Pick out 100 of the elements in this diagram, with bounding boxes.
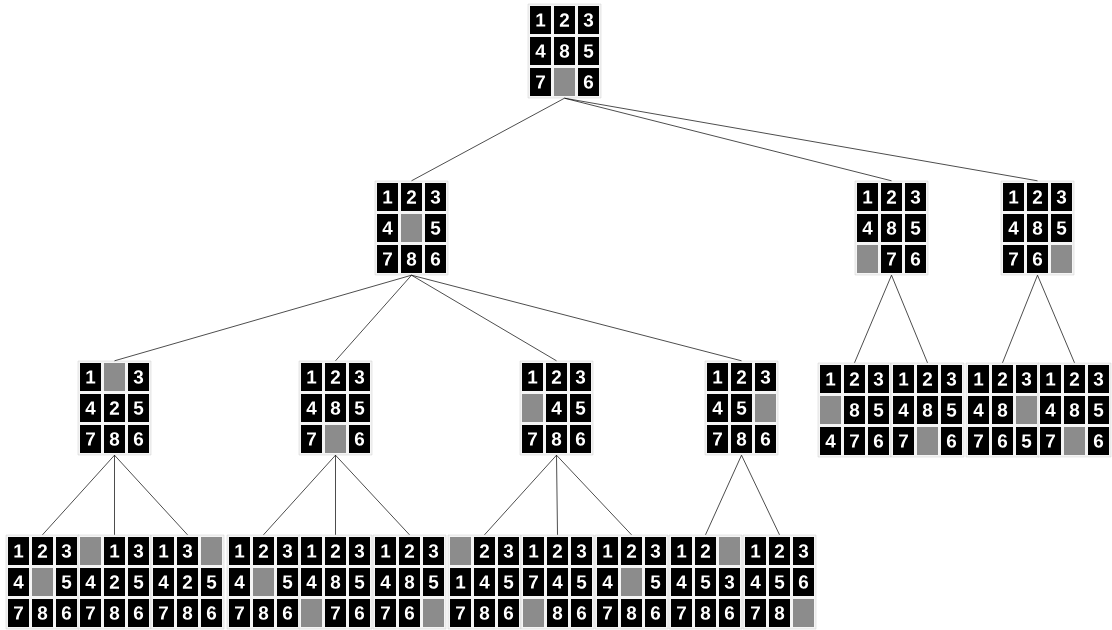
number-tile: 4 [301,394,322,422]
tree-edge [741,454,780,536]
number-tile: 7 [881,245,902,273]
number-tile: 6 [399,599,420,627]
number-tile: 1 [450,568,471,596]
number-tile: 1 [153,537,174,565]
number-tile: 2 [253,537,274,565]
number-tile: 6 [992,427,1013,455]
number-tile: 6 [645,599,666,627]
number-tile: 7 [530,68,551,96]
number-tile: 3 [941,365,962,393]
number-tile: 8 [1027,214,1048,242]
number-tile: 5 [128,568,149,596]
tree-edge [1002,274,1038,364]
number-tile: 5 [201,568,222,596]
blank-tile [793,599,814,627]
blank-tile [401,214,422,242]
number-tile: 5 [1088,396,1109,424]
number-tile: 8 [844,396,865,424]
number-tile: 6 [349,425,370,453]
number-tile: 7 [301,425,322,453]
tree-edge [263,454,336,536]
number-tile: 7 [968,427,989,455]
number-tile: 7 [229,599,250,627]
number-tile: 2 [325,363,346,391]
number-tile: 6 [571,599,592,627]
number-tile: 8 [1064,396,1085,424]
number-tile: 2 [104,568,125,596]
number-tile: 6 [905,245,926,273]
number-tile: 7 [80,599,101,627]
number-tile: 6 [277,599,298,627]
number-tile: 8 [695,599,716,627]
number-tile: 4 [1040,396,1061,424]
tree-edge [114,274,412,362]
number-tile: 8 [474,599,495,627]
number-tile: 4 [820,427,841,455]
tree-edge [854,274,892,364]
number-tile: 3 [755,363,776,391]
tree-edge [335,274,412,362]
number-tile: 6 [498,599,519,627]
number-tile: 5 [349,394,370,422]
number-tile: 1 [523,537,544,565]
number-tile: 7 [377,245,398,273]
number-tile: 8 [547,599,568,627]
number-tile: 2 [769,537,790,565]
number-tile: 7 [1003,245,1024,273]
number-tile: 5 [423,568,444,596]
blank-tile [917,427,938,455]
number-tile: 6 [868,427,889,455]
number-tile: 2 [399,537,420,565]
number-tile: 1 [375,537,396,565]
number-tile: 8 [104,599,125,627]
number-tile: 2 [992,365,1013,393]
number-tile: 5 [905,214,926,242]
number-tile: 6 [1027,245,1048,273]
number-tile: 2 [554,6,575,34]
number-tile: 8 [401,245,422,273]
number-tile: 5 [498,568,519,596]
number-tile: 6 [349,599,370,627]
number-tile: 3 [277,537,298,565]
number-tile: 4 [547,568,568,596]
number-tile: 1 [80,363,101,391]
number-tile: 2 [917,365,938,393]
number-tile: 8 [881,214,902,242]
number-tile: 7 [844,427,865,455]
number-tile: 7 [707,425,728,453]
number-tile: 3 [1051,183,1072,211]
number-tile: 8 [769,599,790,627]
number-tile: 1 [301,537,322,565]
blank-tile [719,537,740,565]
number-tile: 3 [423,537,444,565]
number-tile: 3 [177,537,198,565]
tree-edge [556,454,632,536]
number-tile: 1 [745,537,766,565]
number-tile: 4 [893,396,914,424]
number-tile: 1 [522,363,543,391]
tree-edge [1037,274,1075,364]
number-tile: 4 [597,568,618,596]
number-tile: 4 [671,568,692,596]
number-tile: 2 [844,365,865,393]
number-tile: 8 [554,37,575,65]
number-tile: 3 [1016,365,1037,393]
tree-edge [556,454,558,536]
number-tile: 3 [793,537,814,565]
number-tile: 8 [325,568,346,596]
number-tile: 6 [128,425,149,453]
blank-tile [325,425,346,453]
blank-tile [253,568,274,596]
blank-tile [423,599,444,627]
number-tile: 1 [229,537,250,565]
tree-edge [564,97,892,182]
number-tile: 8 [731,425,752,453]
number-tile: 5 [571,568,592,596]
number-tile: 4 [229,568,250,596]
number-tile: 8 [177,599,198,627]
number-tile: 5 [349,568,370,596]
number-tile: 5 [868,396,889,424]
blank-tile [820,396,841,424]
number-tile: 6 [755,425,776,453]
number-tile: 8 [992,396,1013,424]
